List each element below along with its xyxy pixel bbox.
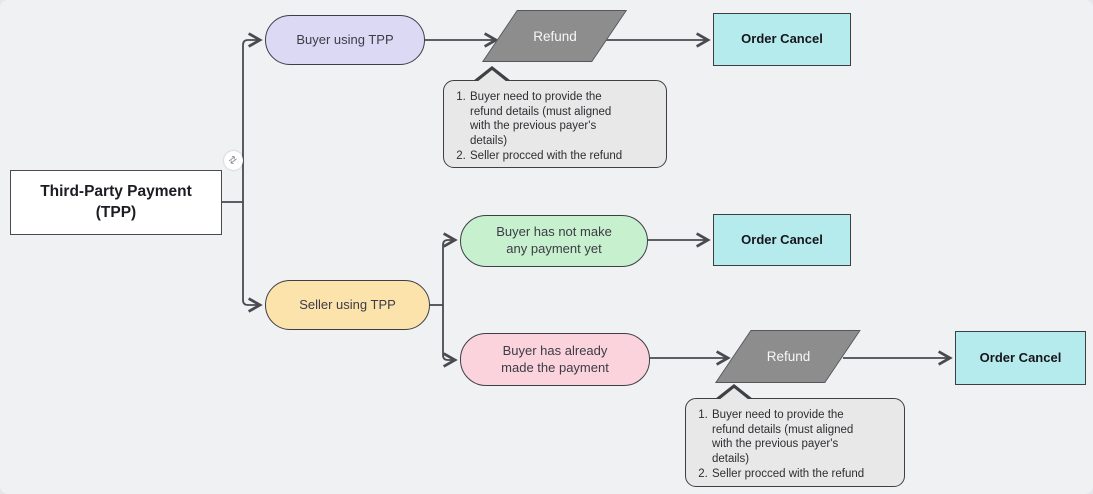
note-list: Buyer need to provide the refund details… (444, 81, 666, 170)
connector-root-to-buyer (242, 32, 263, 202)
node-third-party-payment[interactable]: Third-Party Payment (TPP) (10, 170, 222, 235)
node-order-cancel-top[interactable]: Order Cancel (713, 13, 851, 66)
node-order-cancel-bottom[interactable]: Order Cancel (955, 331, 1086, 385)
branch-collapse-icon[interactable]: ⇄ (224, 151, 243, 170)
note-item: Seller procced with the refund (711, 467, 898, 482)
node-buyer-no-payment[interactable]: Buyer has not make any payment yet (460, 215, 648, 267)
node-seller-using-tpp[interactable]: Seller using TPP (265, 280, 430, 330)
node-order-cancel-mid[interactable]: Order Cancel (713, 214, 851, 266)
refund-label: Refund (533, 28, 577, 44)
node-refund-bottom[interactable]: Refund (715, 330, 862, 383)
note-item: Seller procced with the refund (469, 149, 660, 164)
node-buyer-using-tpp[interactable]: Buyer using TPP (265, 15, 425, 65)
note-list: Buyer need to provide the refund details… (686, 399, 904, 488)
node-refund-top[interactable]: Refund (482, 10, 628, 62)
note-item: Buyer need to provide the refund details… (711, 408, 898, 467)
refund-note-top[interactable]: Buyer need to provide the refund details… (443, 66, 667, 170)
node-buyer-already-paid[interactable]: Buyer has already made the payment (460, 333, 650, 386)
refund-note-bottom[interactable]: Buyer need to provide the refund details… (685, 384, 905, 488)
callout-tail-fill (719, 388, 749, 400)
connector-seller-to-nopay (442, 232, 458, 305)
refund-label: Refund (766, 349, 811, 364)
connector-root-to-seller (242, 202, 263, 313)
connector-seller-to-paid (442, 305, 458, 368)
callout-tail-fill (477, 70, 507, 82)
note-item: Buyer need to provide the refund details… (469, 90, 660, 149)
